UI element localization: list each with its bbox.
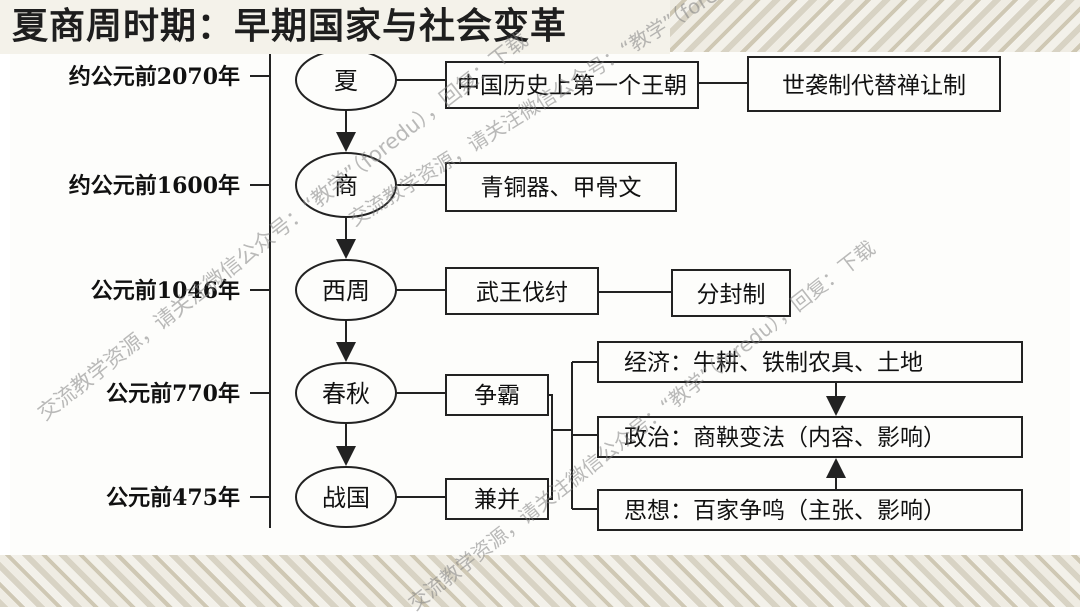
timeline-label: 公元前770年 — [106, 381, 240, 407]
period-label: 商 — [334, 172, 358, 200]
period-label: 战国 — [322, 484, 370, 512]
box-text: 分封制 — [697, 282, 766, 308]
period-label: 夏 — [334, 67, 358, 95]
timeline-label: 公元前1046年 — [91, 278, 240, 304]
box-text: 中国历史上第一个王朝 — [457, 73, 687, 99]
timeline-label: 公元前475年 — [106, 485, 240, 511]
timeline-label: 约公元前2070年 — [69, 64, 240, 90]
box-text: 争霸 — [474, 383, 520, 409]
page-title: 夏商周时期：早期国家与社会变革 — [0, 0, 670, 54]
period-label: 春秋 — [322, 380, 370, 408]
timeline-label: 约公元前1600年 — [69, 173, 240, 199]
box-text: 经济：牛耕、铁制农具、土地 — [624, 350, 923, 376]
period-label: 西周 — [322, 277, 370, 305]
box-text: 武王伐纣 — [476, 280, 568, 306]
box-text: 政治：商鞅变法（内容、影响） — [624, 425, 946, 451]
box-text: 思想：百家争鸣（主张、影响） — [624, 498, 946, 524]
box-text: 青铜器、甲骨文 — [481, 175, 642, 201]
box-text: 兼并 — [474, 487, 520, 513]
box-text: 世袭制代替禅让制 — [782, 73, 966, 99]
